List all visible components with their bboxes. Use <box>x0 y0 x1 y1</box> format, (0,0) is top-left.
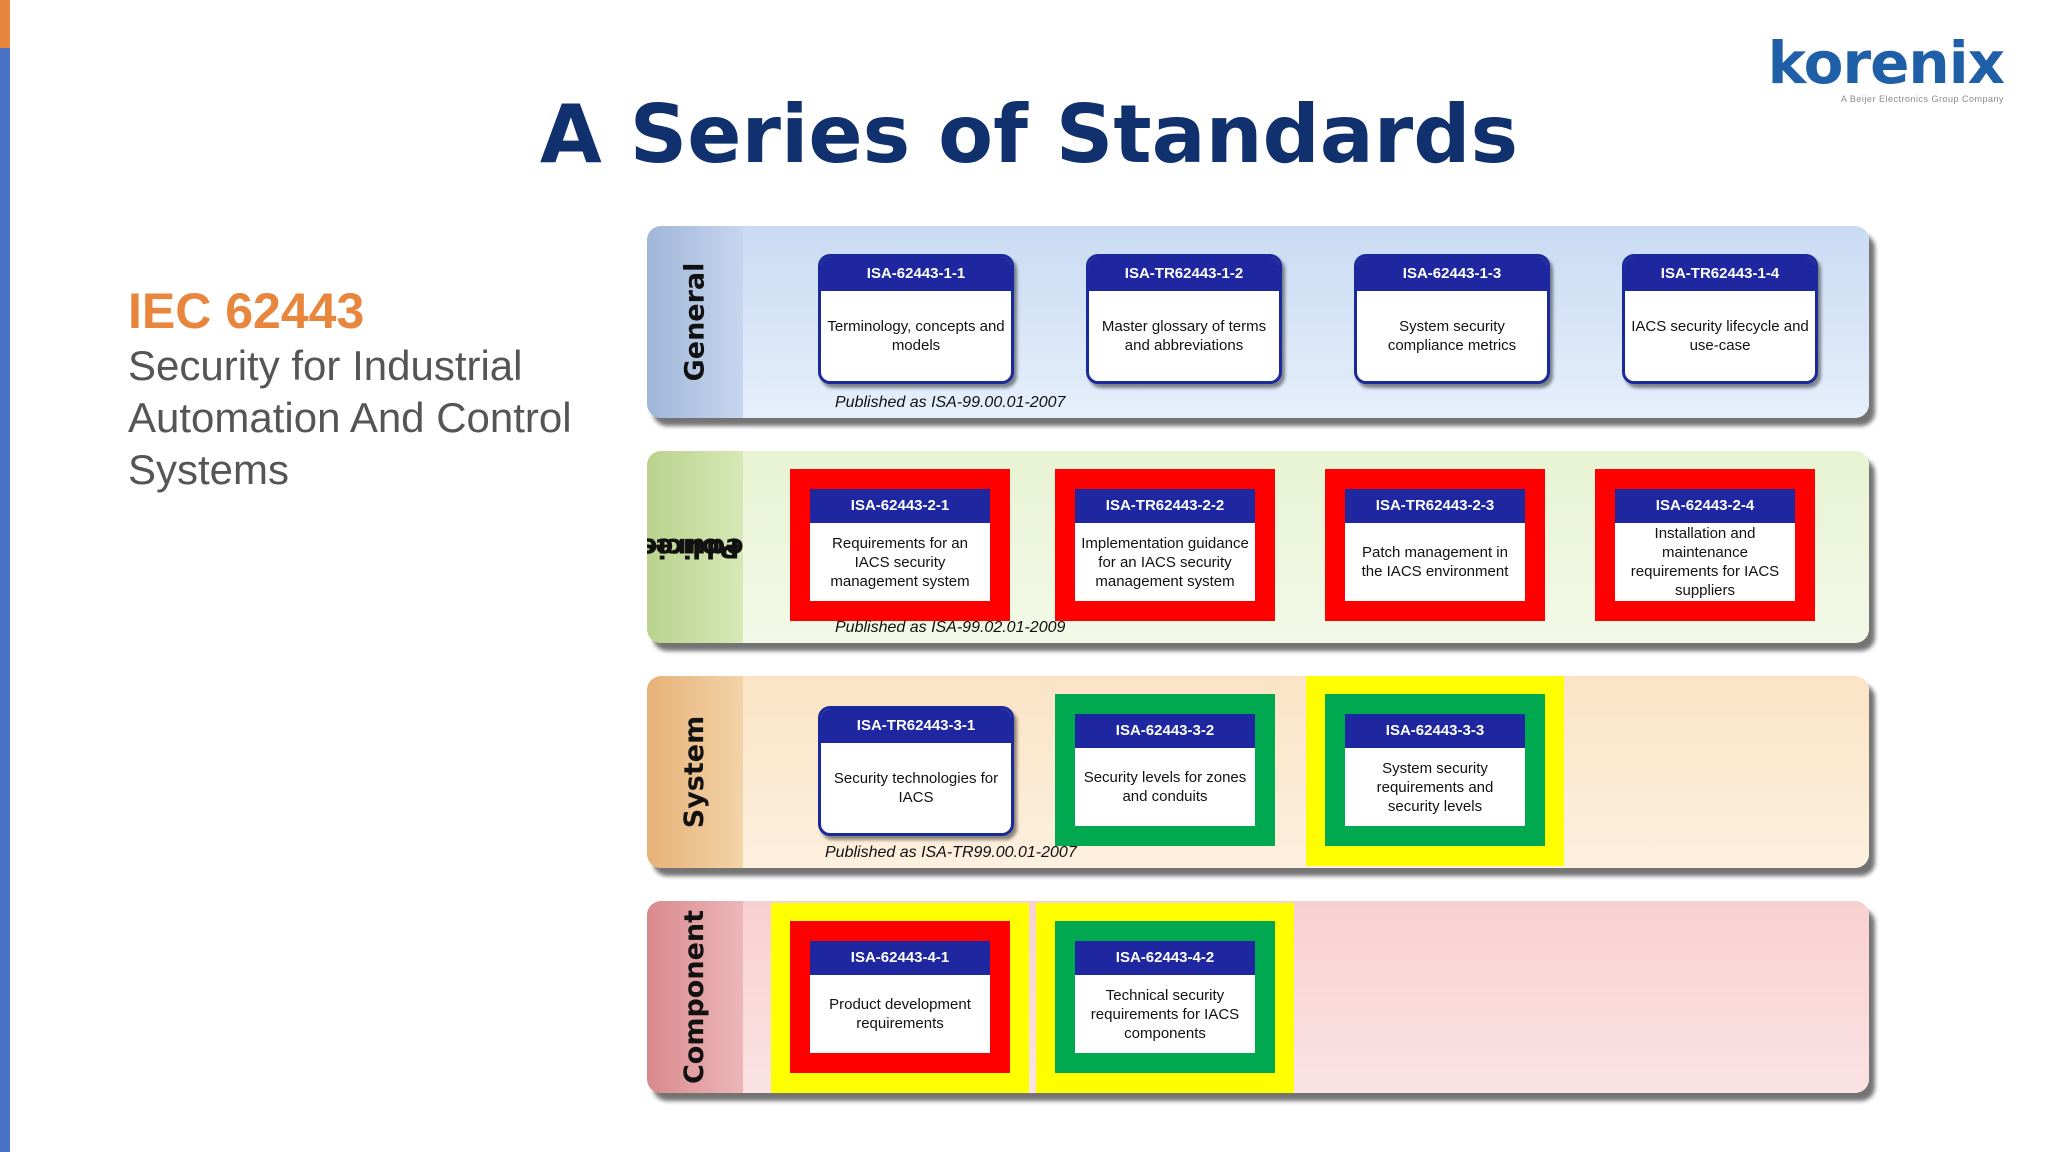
card-code: ISA-62443-2-4 <box>1615 489 1795 523</box>
card-description: Implementation guidance for an IACS secu… <box>1081 534 1249 590</box>
standard-card: ISA-TR62443-1-4 IACS security lifecycle … <box>1622 254 1818 384</box>
logo-word: korenix <box>1767 29 2005 97</box>
standard-card: ISA-62443-2-4 Installation and maintenan… <box>1615 489 1795 601</box>
left-accent-top <box>0 0 10 48</box>
card-description: Terminology, concepts and models <box>827 318 1005 354</box>
band-label-component: Component <box>647 901 743 1093</box>
standard-card: ISA-TR62443-1-2 Master glossary of terms… <box>1086 254 1282 384</box>
band-policies: Policies &procedures ISA-62443-2-1 Requi… <box>647 451 1869 643</box>
band-general: General ISA-62443-1-1 Terminology, conce… <box>647 226 1869 418</box>
standard-card: ISA-62443-1-3 System security compliance… <box>1354 254 1550 384</box>
standard-card: ISA-62443-4-2 Technical security require… <box>1075 941 1255 1053</box>
standard-card: ISA-TR62443-2-3 Patch management in the … <box>1345 489 1525 601</box>
card-code: ISA-62443-3-2 <box>1075 714 1255 748</box>
card-description: Installation and maintenance requirement… <box>1630 525 1780 599</box>
band-content-component: ISA-62443-4-1 Product development requir… <box>743 901 1869 1093</box>
card-code: ISA-62443-3-3 <box>1345 714 1525 748</box>
card-description: Technical security requirements for IACS… <box>1090 986 1240 1042</box>
published-note: Published as ISA-TR99.00.01-2007 <box>825 844 1077 861</box>
card-description: System security compliance metrics <box>1387 318 1517 354</box>
standard-card: ISA-62443-1-1 Terminology, concepts and … <box>818 254 1014 384</box>
card-description: Security levels for zones and conduits <box>1083 769 1247 805</box>
card-code: ISA-TR62443-1-2 <box>1089 257 1279 291</box>
standard-card: ISA-TR62443-2-2 Implementation guidance … <box>1075 489 1255 601</box>
published-note: Published as ISA-99.00.01-2007 <box>835 394 1066 411</box>
card-description: IACS security lifecycle and use-case <box>1631 318 1809 354</box>
card-code: ISA-62443-2-1 <box>810 489 990 523</box>
band-system: System ISA-TR62443-3-1 Security technolo… <box>647 676 1869 868</box>
standard-card: ISA-62443-2-1 Requirements for an IACS s… <box>810 489 990 601</box>
standard-card: ISA-62443-3-2 Security levels for zones … <box>1075 714 1255 826</box>
card-code: ISA-62443-4-2 <box>1075 941 1255 975</box>
standard-card: ISA-TR62443-3-1 Security technologies fo… <box>818 706 1014 836</box>
card-code: ISA-TR62443-2-2 <box>1075 489 1255 523</box>
standard-subtitle: Security for Industrial Automation And C… <box>128 342 572 493</box>
band-label-general: General <box>647 226 743 418</box>
standard-card: ISA-62443-4-1 Product development requir… <box>810 941 990 1053</box>
left-accent-bar <box>0 0 10 1152</box>
card-code: ISA-TR62443-1-4 <box>1625 257 1815 291</box>
card-code: ISA-TR62443-2-3 <box>1345 489 1525 523</box>
standard-card: ISA-62443-3-3 System security requiremen… <box>1345 714 1525 826</box>
card-description: Security technologies for IACS <box>833 770 999 806</box>
card-description: Product development requirements <box>829 996 971 1032</box>
card-description: System security requirements and securit… <box>1376 759 1494 815</box>
published-note: Published as ISA-99.02.01-2009 <box>835 619 1066 636</box>
korenix-logo: korenix A Beijer Electronics Group Compa… <box>1767 29 2005 104</box>
card-description: Patch management in the IACS environment <box>1361 544 1509 580</box>
page-title: A Series of Standards <box>539 88 1519 181</box>
card-code: ISA-62443-1-3 <box>1357 257 1547 291</box>
band-content-general: ISA-62443-1-1 Terminology, concepts and … <box>743 226 1869 418</box>
card-code: ISA-62443-1-1 <box>821 257 1011 291</box>
band-content-system: ISA-TR62443-3-1 Security technologies fo… <box>743 676 1869 868</box>
card-description: Master glossary of terms and abbreviatio… <box>1101 318 1267 354</box>
card-code: ISA-62443-4-1 <box>810 941 990 975</box>
band-label-policies: Policies &procedures <box>647 451 811 643</box>
band-content-policies: ISA-62443-2-1 Requirements for an IACS s… <box>743 451 1869 643</box>
standard-heading: IEC 62443 <box>128 283 365 339</box>
card-code: ISA-TR62443-3-1 <box>821 709 1011 743</box>
band-component: Component ISA-62443-4-1 Product developm… <box>647 901 1869 1093</box>
logo-tagline: A Beijer Electronics Group Company <box>1840 94 2004 104</box>
card-description: Requirements for an IACS security manage… <box>830 534 970 590</box>
band-label-system: System <box>647 676 743 868</box>
